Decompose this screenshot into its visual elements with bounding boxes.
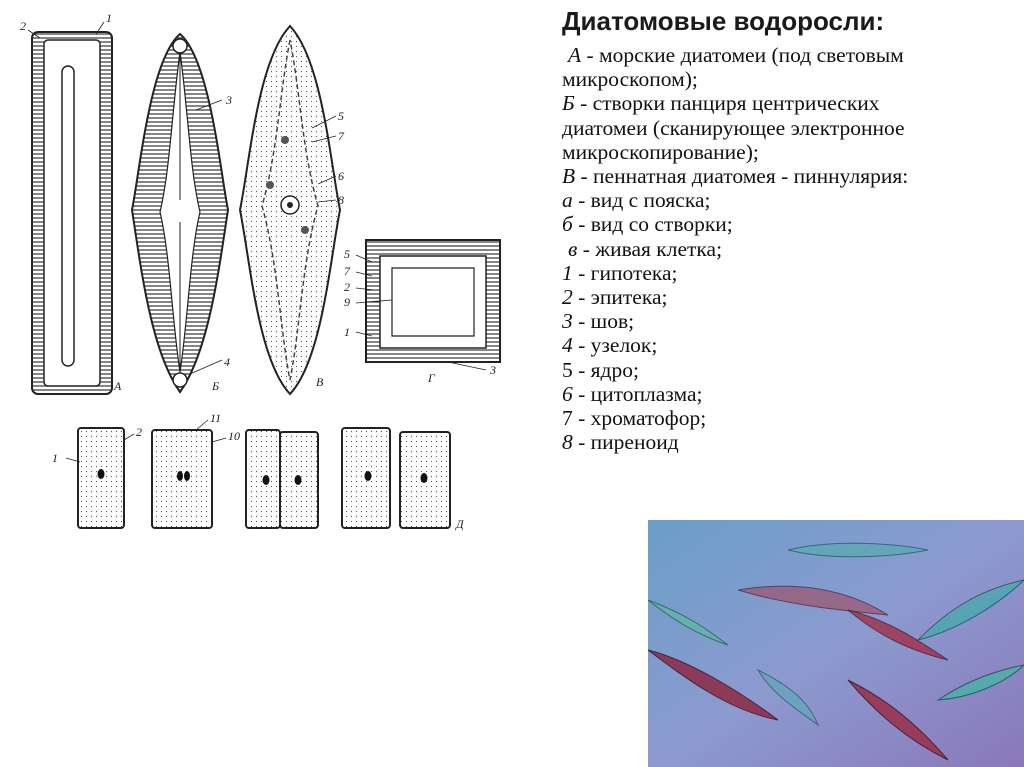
- legend-text: - вид с пояска;: [573, 188, 711, 212]
- legend-key: 5: [562, 358, 573, 382]
- legend-text: - живая клетка;: [577, 237, 722, 261]
- label-4-b: 4: [224, 355, 230, 369]
- legend-line: в - живая клетка;: [562, 237, 1017, 261]
- label-1-g: 1: [344, 325, 350, 339]
- label-1-d: 1: [52, 451, 58, 465]
- legend-key: в: [568, 237, 577, 261]
- legend-key: 2: [562, 285, 573, 309]
- label-10-d: 10: [228, 429, 240, 443]
- legend-text: - шов;: [573, 309, 634, 333]
- legend-line: Б - створки панциря центрических: [562, 91, 1017, 115]
- legend-key: 3: [562, 309, 573, 333]
- legend-text: микроскопирование);: [562, 140, 759, 164]
- legend-line: 4 - узелок;: [562, 333, 1017, 357]
- legend-block: Диатомовые водоросли: А - морские диатом…: [562, 6, 1017, 454]
- label-5-v: 5: [338, 109, 344, 123]
- legend-line: 2 - эпитека;: [562, 285, 1017, 309]
- label-letter-v: В: [316, 375, 324, 389]
- diatom-drawing: 2 1 А 3 4 Б 5 7 6 8 В 5 7 2 9 1 Г 3 1 2 …: [0, 0, 560, 550]
- legend-key: В: [562, 164, 575, 188]
- figure-b-valve: [132, 34, 228, 392]
- label-3-b: 3: [225, 93, 232, 107]
- legend-text: диатомеи (сканирующее электронное: [562, 116, 905, 140]
- label-2-d: 2: [136, 425, 142, 439]
- legend-text: - эпитека;: [573, 285, 668, 309]
- label-2-g: 2: [344, 280, 350, 294]
- legend-text: - ядро;: [573, 358, 639, 382]
- legend-line: 1 - гипотека;: [562, 261, 1017, 285]
- legend-line: 7 - хроматофор;: [562, 406, 1017, 430]
- label-letter-g: Г: [427, 371, 436, 385]
- legend-key: б: [562, 212, 573, 236]
- label-11-d: 11: [210, 411, 221, 425]
- legend-line: микроскопом);: [562, 67, 1017, 91]
- legend-line: 5 - ядро;: [562, 358, 1017, 382]
- legend-text: - створки панциря центрических: [575, 91, 880, 115]
- legend-text: - хроматофор;: [573, 406, 706, 430]
- figure-g-cross-section: [366, 240, 500, 362]
- legend-text: - пиреноид: [573, 430, 679, 454]
- legend-text: - вид со створки;: [573, 212, 733, 236]
- legend-text: - узелок;: [573, 333, 658, 357]
- figure-v-living-cell: [240, 26, 340, 394]
- figure-a-cell: [32, 32, 112, 394]
- legend-key: Б: [562, 91, 575, 115]
- label-1-a: 1: [106, 11, 112, 25]
- legend-key: 8: [562, 430, 573, 454]
- legend-line: 6 - цитоплазма;: [562, 382, 1017, 406]
- label-3-g: 3: [489, 363, 496, 377]
- label-letter-d: Д: [455, 517, 465, 531]
- label-5-g: 5: [344, 247, 350, 261]
- figure-d-cells: [78, 428, 450, 528]
- label-2-a: 2: [20, 19, 26, 33]
- legend-line: а - вид с пояска;: [562, 188, 1017, 212]
- legend-text: - морские диатомеи (под световым: [581, 43, 904, 67]
- legend-line: б - вид со створки;: [562, 212, 1017, 236]
- legend-key: 1: [562, 261, 573, 285]
- label-8-v: 8: [338, 193, 344, 207]
- slide-title: Диатомовые водоросли:: [562, 6, 1017, 37]
- legend-text: микроскопом);: [562, 67, 698, 91]
- legend-key: 4: [562, 333, 573, 357]
- legend-line: 8 - пиреноид: [562, 430, 1017, 454]
- legend-line: диатомеи (сканирующее электронное: [562, 116, 1017, 140]
- legend-line: 3 - шов;: [562, 309, 1017, 333]
- label-9-g: 9: [344, 295, 350, 309]
- diatom-micrograph: [648, 520, 1024, 767]
- legend-text: - гипотека;: [573, 261, 678, 285]
- legend-key: а: [562, 188, 573, 212]
- legend-key: А: [568, 43, 581, 67]
- label-letter-b: Б: [211, 379, 219, 393]
- label-6-v: 6: [338, 169, 344, 183]
- legend-text: - пеннатная диатомея - пиннулярия:: [575, 164, 908, 188]
- label-7-g: 7: [344, 264, 351, 278]
- legend-line: В - пеннатная диатомея - пиннулярия:: [562, 164, 1017, 188]
- legend-line: микроскопирование);: [562, 140, 1017, 164]
- legend-line: А - морские диатомеи (под световым: [562, 43, 1017, 67]
- legend-text: - цитоплазма;: [573, 382, 703, 406]
- label-letter-a: А: [113, 379, 122, 393]
- legend-key: 6: [562, 382, 573, 406]
- label-7-v: 7: [338, 129, 345, 143]
- legend-key: 7: [562, 406, 573, 430]
